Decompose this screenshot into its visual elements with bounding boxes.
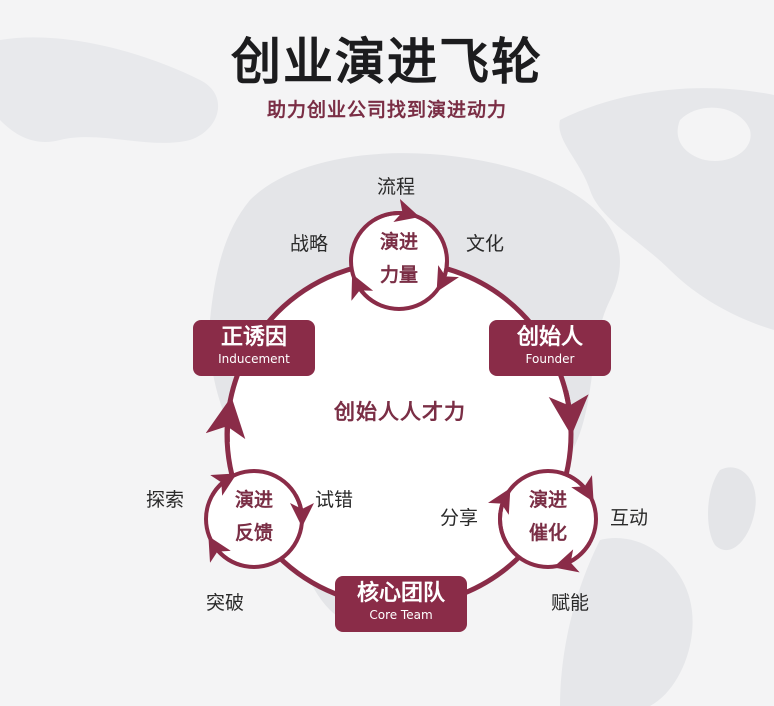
badge-inducement: 正诱因 Inducement bbox=[193, 320, 315, 376]
badge-subtitle: Inducement bbox=[218, 352, 290, 366]
badge-subtitle: Founder bbox=[525, 352, 575, 366]
label-empower: 赋能 bbox=[551, 592, 590, 614]
badge-title: 创始人 bbox=[516, 325, 583, 350]
node-evolution-power-label: 演进 力量 bbox=[361, 226, 437, 292]
node-evolution-power bbox=[349, 198, 459, 311]
page-subtitle: 助力创业公司找到演进动力 bbox=[266, 99, 507, 121]
page-title: 创业演进飞轮 bbox=[231, 33, 543, 91]
label-trial: 试错 bbox=[315, 489, 354, 511]
node-evolution-catalysis bbox=[488, 469, 598, 573]
label-interact: 互动 bbox=[610, 507, 649, 529]
badge-founder: 创始人 Founder bbox=[489, 320, 611, 376]
node-evolution-feedback bbox=[204, 469, 315, 569]
badge-subtitle: Core Team bbox=[369, 608, 433, 622]
node-line: 演进 bbox=[234, 489, 273, 511]
badge-title: 正诱因 bbox=[220, 325, 287, 350]
node-line: 反馈 bbox=[234, 522, 273, 544]
node-line: 催化 bbox=[528, 522, 567, 544]
cycle-arrow-to-inducement bbox=[205, 396, 246, 442]
node-line: 力量 bbox=[379, 264, 418, 286]
label-share: 分享 bbox=[440, 507, 479, 529]
label-strategy: 战略 bbox=[290, 233, 329, 255]
cycle-arrow-to-catalysis bbox=[548, 390, 589, 436]
node-evolution-feedback-label: 演进 反馈 bbox=[216, 484, 292, 550]
node-evolution-catalysis-label: 演进 催化 bbox=[510, 484, 586, 550]
node-line: 演进 bbox=[379, 231, 418, 253]
label-breakthrough: 突破 bbox=[206, 592, 245, 614]
label-culture: 文化 bbox=[466, 233, 505, 255]
badge-title: 核心团队 bbox=[356, 581, 445, 606]
label-process: 流程 bbox=[377, 176, 416, 198]
badge-core-team: 核心团队 Core Team bbox=[335, 576, 467, 632]
node-line: 演进 bbox=[528, 489, 567, 511]
label-explore: 探索 bbox=[146, 489, 185, 511]
center-label: 创始人人才力 bbox=[334, 400, 466, 424]
